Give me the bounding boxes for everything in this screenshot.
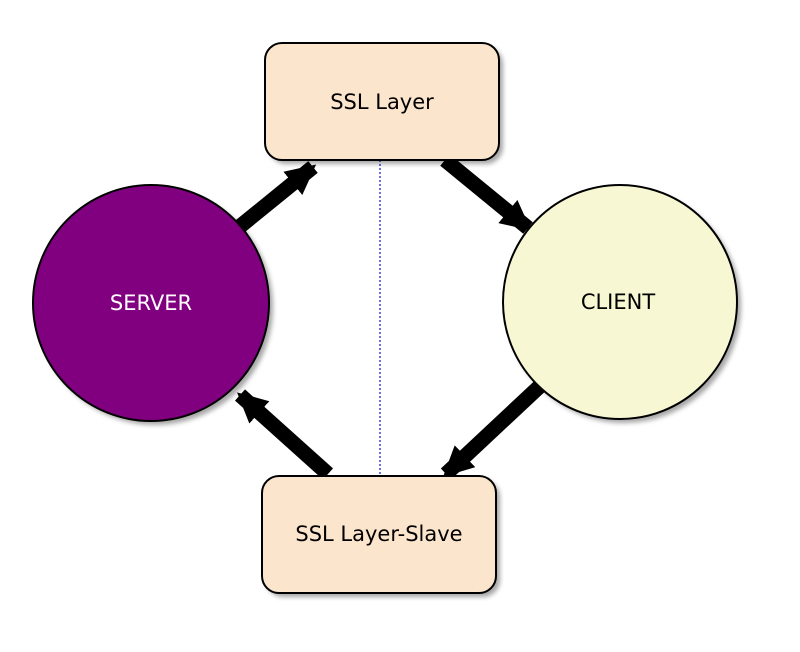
arrow-client-to-ssl-layer-slave (440, 380, 546, 480)
client-label: CLIENT (581, 290, 656, 314)
server-label: SERVER (110, 291, 192, 315)
ssl-layer-slave-label: SSL Layer-Slave (295, 522, 462, 546)
client-circle (503, 185, 737, 419)
arrow-server-to-ssl-layer (233, 161, 318, 234)
arrow-ssl-layer-to-client (440, 154, 533, 234)
ssl-layer-slave-box (262, 476, 496, 593)
ssl-layer-node[interactable]: SSL Layer (264, 42, 500, 161)
server-circle-border (32, 184, 270, 422)
arrow-ssl-layer-slave-to-server (234, 389, 334, 480)
server-node[interactable]: SERVER (32, 184, 270, 422)
ssl-layer-slave-border (261, 475, 497, 594)
server-circle (33, 185, 269, 421)
client-node[interactable]: CLIENT (502, 184, 738, 420)
ssl-layer-border (264, 42, 500, 161)
ssl-layer-label: SSL Layer (330, 90, 434, 114)
ssl-layer-box (265, 43, 499, 160)
client-circle-border (502, 184, 738, 420)
ssl-layer-slave-node[interactable]: SSL Layer-Slave (261, 475, 497, 594)
